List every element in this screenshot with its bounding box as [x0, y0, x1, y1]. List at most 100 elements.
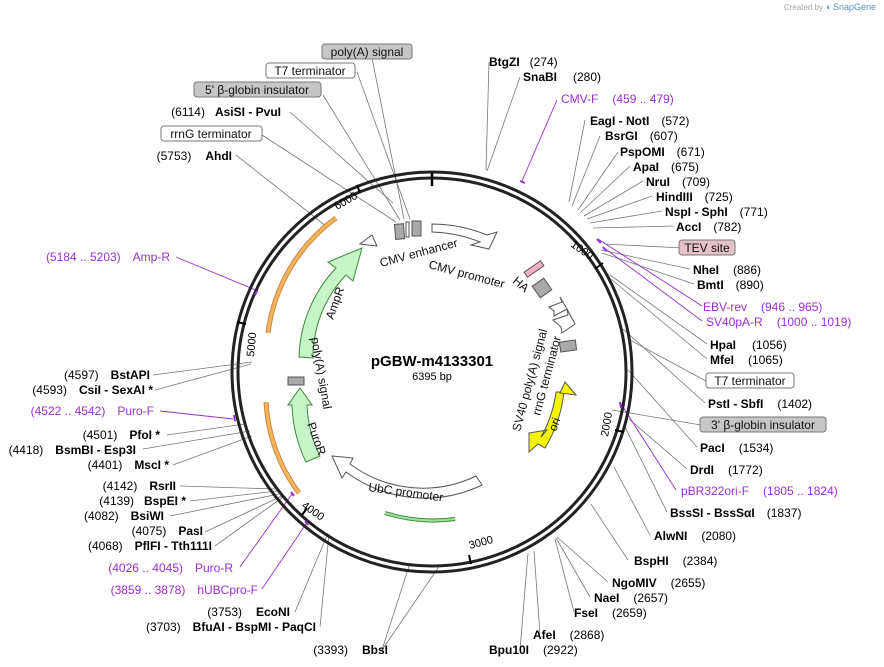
box-t7-terminator-right: T7 terminator [705, 372, 795, 389]
box-t7-terminator-top: T7 terminator [265, 62, 356, 79]
promoter-arc-amp-fill [266, 216, 337, 334]
feature-label-ori: ori [546, 416, 564, 433]
enzyme-label: (3393)BbsI [313, 643, 388, 657]
primer-label: (4026 .. 4045)Puro-R [108, 561, 233, 575]
box-t7-terminator-top-text: T7 terminator [274, 64, 345, 78]
enzyme-label: (4401)MscI * [88, 458, 170, 472]
created-by-text: Created by [783, 3, 824, 12]
enzyme-label: (4142)RsrII [103, 479, 176, 493]
enzyme-label: BmtI(890) [697, 278, 764, 292]
feature-ubc-promoter [331, 455, 483, 499]
primer-label: (4522 .. 4542)Puro-F [31, 404, 154, 418]
enzyme-labels-right: BtgZI(274) SnaBI(280) EagI - NotI(572) B… [489, 55, 812, 657]
enzyme-label: DrdI(1772) [690, 463, 763, 477]
enzyme-labels-left: (6114)AsiSI - PvuI (5753)AhdI (4597)BstA… [9, 105, 388, 657]
feature-gray-block-1 [531, 277, 553, 299]
feature-ha [523, 260, 545, 278]
enzyme-label: (4418)BsmBI - Esp3I [9, 443, 136, 457]
enzyme-label: (4068)PflFI - Tth111I [88, 539, 212, 553]
enzyme-label: (4597)BstAPI [64, 368, 150, 382]
enzyme-label: (4082)BsiWI [84, 509, 164, 523]
enzyme-label: AfeI(2868) [533, 628, 604, 642]
feature-insulator-box [411, 220, 422, 237]
enzyme-label: BspHI(2384) [634, 554, 717, 568]
enzyme-label: PspOMI(671) [620, 145, 705, 159]
enzyme-label: (3703)BfuAI - BspMI - PaqCI [146, 620, 316, 634]
primer-label: SV40pA-R(1000 .. 1019) [706, 315, 851, 329]
tick-label-5000: 5000 [245, 332, 259, 357]
feature-polyA-box [393, 223, 406, 240]
enzyme-label: PstI - SbfI(1402) [708, 397, 812, 411]
snapgene-brand: SnapGene [832, 2, 876, 12]
feature-puror [287, 387, 321, 463]
enzyme-label: BtgZI(274) [489, 55, 558, 69]
connector-lines [142, 57, 708, 651]
box-polya-signal-text: poly(A) signal [331, 45, 404, 59]
feature-label-ubc: UbC promoter [368, 480, 445, 504]
box-5-insulator-text: 5' β-globin insulator [205, 83, 309, 97]
enzyme-label: (4139)BspEI * [99, 494, 186, 508]
promoter-arc-puro-fill [264, 401, 301, 494]
enzyme-label: (6114)AsiSI - PvuI [171, 105, 281, 119]
tick-marks [236, 184, 625, 565]
plasmid-name: pGBW-m4133301 [371, 353, 493, 370]
primer-labels: CMV-F(459 .. 479) EBV-rev(946 .. 965) SV… [31, 92, 852, 597]
snapgene-logo-icon: ◖ [825, 2, 831, 12]
primer-label: CMV-F(459 .. 479) [561, 92, 674, 106]
box-3-insulator: 3' β-globin insulator [699, 416, 827, 433]
enzyme-label: NgoMIV(2655) [612, 576, 705, 590]
feature-cmv-enhancer [431, 223, 498, 250]
box-3-insulator-text: 3' β-globin insulator [711, 418, 815, 432]
enzyme-label: AlwNI(2080) [654, 529, 736, 543]
primer-label: (3859 .. 3878)hUBCpro-F [111, 583, 258, 597]
feature-gray-block-2 [558, 339, 578, 353]
enzyme-label: NheI(886) [693, 263, 761, 277]
enzyme-label: (4501)PfoI * [83, 428, 161, 442]
feature-ori [528, 391, 565, 454]
tick-label-2000: 2000 [599, 411, 615, 437]
brand-credit: Created by ◖ SnapGene [784, 2, 876, 12]
enzyme-label: (4075)PasI [132, 524, 203, 538]
tick-label-3000: 3000 [468, 534, 495, 552]
primer-label: (5184 .. 5203)Amp-R [46, 250, 170, 264]
enzyme-label: NspI - SphI(771) [665, 205, 768, 219]
feature-ampr [298, 247, 363, 359]
enzyme-label: SnaBI(280) [523, 70, 601, 84]
feature-t7-box [405, 221, 410, 238]
box-5-insulator: 5' β-globin insulator [193, 81, 322, 98]
box-t7-terminator-right-text: T7 terminator [714, 374, 785, 388]
enzyme-label: HpaI(1056) [710, 338, 787, 352]
box-tev-site: TEV site [678, 239, 736, 256]
enzyme-label: MfeI(1065) [710, 353, 783, 367]
feature-polyA-small [287, 376, 305, 386]
box-rrng-terminator: rrnG terminator [160, 125, 263, 142]
enzyme-label: HindIII(725) [656, 190, 733, 204]
enzyme-label: ApaI(675) [633, 160, 699, 174]
enzyme-label: AccI(782) [676, 220, 741, 234]
enzyme-label: PacI(1534) [700, 441, 773, 455]
enzyme-label: (5753)AhdI [157, 149, 232, 163]
tick-label-6000: 6000 [333, 190, 360, 213]
primer-label: pBR322ori-F(1805 .. 1824) [681, 484, 838, 498]
box-rrng-terminator-text: rrnG terminator [170, 127, 251, 141]
enzyme-label: BsrGI(607) [605, 129, 678, 143]
feature-green-bar-fill [384, 512, 456, 522]
primer-label: EBV-rev(946 .. 965) [703, 300, 822, 314]
feature-label-polya: poly(A) signal [308, 336, 334, 410]
enzyme-label: EagI - NotI(572) [590, 114, 689, 128]
plasmid-length: 6395 bp [412, 371, 452, 383]
feature-sv40-arrow [548, 296, 568, 317]
feature-rrng-arrow [552, 308, 576, 334]
enzyme-label: BssSI - BssSαI(1837) [670, 506, 801, 520]
enzyme-label: NruI(709) [646, 175, 710, 189]
feature-label-cmv-promoter: CMV promoter [427, 257, 506, 291]
enzyme-label: FseI(2659) [574, 606, 647, 620]
enzyme-label: NaeI(2657) [594, 591, 668, 605]
feature-cmv-enhancer-small [358, 234, 378, 247]
enzyme-label: (4593)CsiI - SexAI * [32, 383, 153, 397]
box-polya-signal: poly(A) signal [321, 43, 413, 60]
tick-label-4000: 4000 [299, 500, 326, 524]
enzyme-label: (3753)EcoNI [207, 605, 290, 619]
primer-lines [159, 99, 703, 590]
